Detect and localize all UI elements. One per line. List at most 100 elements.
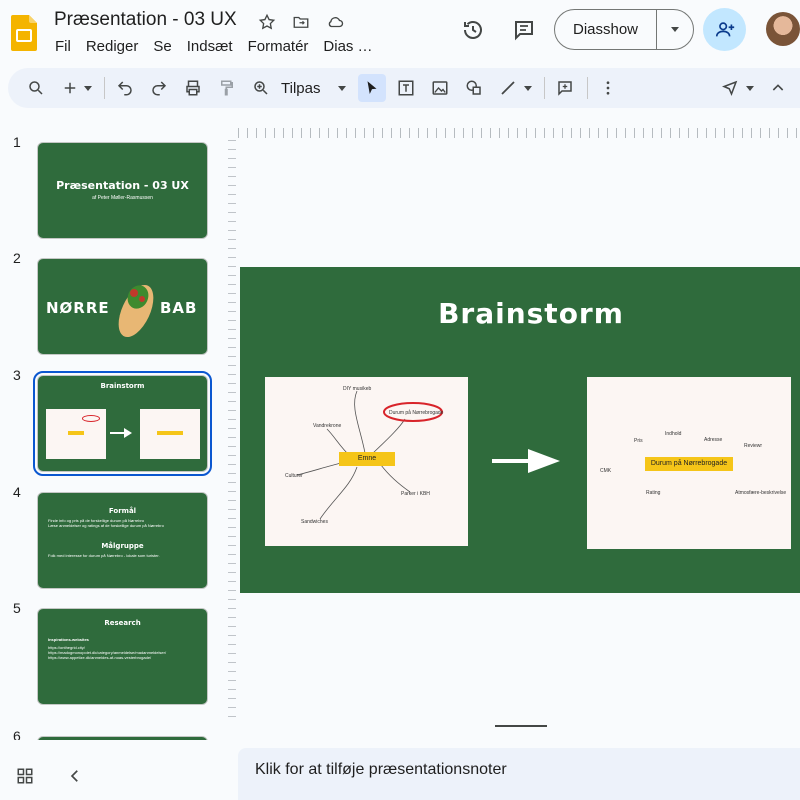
durum-wrap-illustration (118, 284, 154, 338)
thumb-title: Præsentation - 03 UX (56, 179, 189, 192)
mindmap-center-node: Emne (339, 452, 395, 466)
more-options-icon[interactable] (594, 74, 622, 102)
shape-icon[interactable] (460, 74, 488, 102)
zoom-select[interactable]: Tilpas (281, 79, 321, 97)
slide-thumbnail[interactable]: Præsentation - 03 UX af Peter Møller-Ras… (37, 142, 208, 239)
new-slide-plus-icon[interactable] (56, 74, 84, 102)
menu-edit[interactable]: Rediger (85, 38, 139, 55)
menu-bar: Fil Rediger Se Indsæt Formatér Dias … (55, 38, 387, 55)
slide-thumbnail-row[interactable]: 2 NØRRE BAB (0, 246, 232, 355)
slide-thumbnail-selected[interactable]: Brainstorm (33, 371, 212, 476)
star-icon[interactable] (256, 11, 278, 33)
menu-file[interactable]: Fil (55, 38, 71, 55)
slide-thumbnail-row[interactable]: 3 Brainstorm (0, 363, 232, 476)
paint-format-icon[interactable] (213, 74, 241, 102)
slide-number: 2 (13, 250, 21, 266)
redo-icon[interactable] (145, 74, 173, 102)
document-title[interactable]: Præsentation - 03 UX (54, 9, 237, 30)
menu-more[interactable]: … (357, 38, 373, 55)
user-avatar[interactable] (766, 12, 800, 46)
menu-view[interactable]: Se (153, 38, 172, 55)
mindmap-node: Indhold (665, 431, 682, 437)
mindmap-node: Pris (634, 438, 643, 444)
mindmap-node: Atmosfære-beskrivelse (735, 490, 787, 496)
move-folder-icon[interactable] (290, 11, 312, 33)
thumb-title: Brainstorm (100, 382, 145, 390)
slide-thumbnail-row[interactable]: 1 Præsentation - 03 UX af Peter Møller-R… (0, 130, 232, 239)
notes-resize-handle[interactable] (495, 725, 547, 727)
slide-number: 5 (13, 600, 21, 616)
slide-title[interactable]: Brainstorm (438, 297, 624, 330)
search-menus-icon[interactable] (22, 74, 50, 102)
text-box-icon[interactable] (392, 74, 420, 102)
slide-thumbnail[interactable]: Formål Finde info og pris på de forskell… (37, 492, 208, 589)
mindmap-image-right[interactable]: Durum på Nørrebrogade Pris Indhold Adres… (587, 377, 791, 549)
thumb-title: Research (104, 619, 141, 627)
comments-icon[interactable] (508, 14, 540, 46)
share-add-person-icon[interactable] (703, 8, 746, 51)
zoom-icon[interactable] (247, 74, 275, 102)
slide-number: 6 (13, 728, 21, 740)
cloud-saved-icon[interactable] (324, 11, 346, 33)
menu-insert[interactable]: Indsæt (186, 38, 233, 55)
insert-image-icon[interactable] (426, 74, 454, 102)
line-dropdown-icon[interactable] (524, 85, 533, 91)
toolbar-divider (587, 77, 589, 99)
menu-slide[interactable]: Dias (323, 38, 354, 55)
collapse-filmstrip-chevron-left-icon[interactable] (66, 767, 84, 790)
thumb-bullets: Finde info og pris på de forskellige dur… (48, 518, 164, 528)
menu-format[interactable]: Formatér (247, 38, 309, 55)
mindmap-center-node: Durum på Nørrebrogade (645, 457, 733, 471)
mindmap-node: Parker i KBH (401, 491, 430, 497)
select-cursor-icon[interactable] (358, 74, 387, 102)
slide-thumbnail-row[interactable]: 6 (0, 724, 232, 740)
undo-icon[interactable] (111, 74, 139, 102)
thumb-mindmap-right (140, 409, 200, 459)
horizontal-ruler[interactable] (238, 128, 800, 138)
zoom-dropdown-icon[interactable] (338, 85, 347, 91)
thumb-logo-left: NØRRE (46, 299, 110, 317)
mindmap-node: Sandwiches (301, 519, 328, 525)
thumb-logo-right: BAB (160, 299, 198, 317)
mindmap-node: Culturer (285, 473, 303, 479)
print-icon[interactable] (179, 74, 207, 102)
pen-tool-icon[interactable] (716, 74, 744, 102)
mindmap-branches (296, 390, 443, 520)
collapse-toolbar-chevron-up-icon[interactable] (764, 74, 792, 102)
slide-thumbnail[interactable] (37, 736, 208, 740)
toolbar-divider (544, 77, 546, 99)
mindmap-node: Adresse (704, 437, 723, 443)
line-icon[interactable] (494, 74, 522, 102)
slide-filmstrip[interactable]: 1 Præsentation - 03 UX af Peter Møller-R… (0, 130, 232, 740)
mindmap-image-left[interactable]: Emne DIY musikeb Durum på Nørrebrogade V… (265, 377, 468, 546)
thumb-title: Formål (108, 507, 137, 515)
toolbar-divider (104, 77, 105, 99)
add-comment-icon[interactable] (551, 74, 579, 102)
main-toolbar: Tilpas (8, 68, 800, 108)
slide-thumbnail-row[interactable]: 4 Formål Finde info og pris på de forske… (0, 480, 232, 589)
slides-logo-icon[interactable] (11, 15, 37, 51)
mindmap-node: CMK (600, 468, 612, 474)
slide-number: 1 (13, 134, 21, 150)
current-slide[interactable]: Brainstorm Emne DIY musikeb Durum på Nør… (240, 267, 800, 593)
slideshow-button[interactable]: Diasshow (555, 10, 657, 49)
thumb-arrow-icon (110, 428, 132, 438)
thumb-links: https://onthegrid.city/ https://madogmon… (48, 645, 167, 660)
thumb-bullets-2: Folk med interesse for durum på Nørrebro… (48, 553, 160, 558)
slide-thumbnail-row[interactable]: 5 Research Inspirations-websites https:/… (0, 596, 232, 705)
mindmap-node: Vandrekrone (313, 423, 342, 429)
grid-view-icon[interactable] (16, 767, 34, 790)
right-arrow-icon[interactable] (492, 447, 562, 475)
slide-number: 3 (13, 367, 21, 383)
thumb-subtitle: af Peter Møller-Rasmussen (92, 195, 153, 201)
pen-dropdown-icon[interactable] (746, 85, 754, 91)
vertical-ruler[interactable] (228, 140, 236, 720)
slideshow-dropdown-chevron-icon[interactable] (657, 10, 693, 49)
slide-thumbnail[interactable]: NØRRE BAB (37, 258, 208, 355)
history-icon[interactable] (457, 14, 489, 46)
mindmap-node: Rating (646, 490, 661, 496)
speaker-notes-field[interactable]: Klik for at tilføje præsentationsnoter (238, 748, 800, 800)
mindmap-node-circled: Durum på Nørrebrogade (389, 410, 444, 416)
new-slide-dropdown-icon[interactable] (84, 85, 92, 91)
slide-thumbnail[interactable]: Research Inspirations-websites https://o… (37, 608, 208, 705)
